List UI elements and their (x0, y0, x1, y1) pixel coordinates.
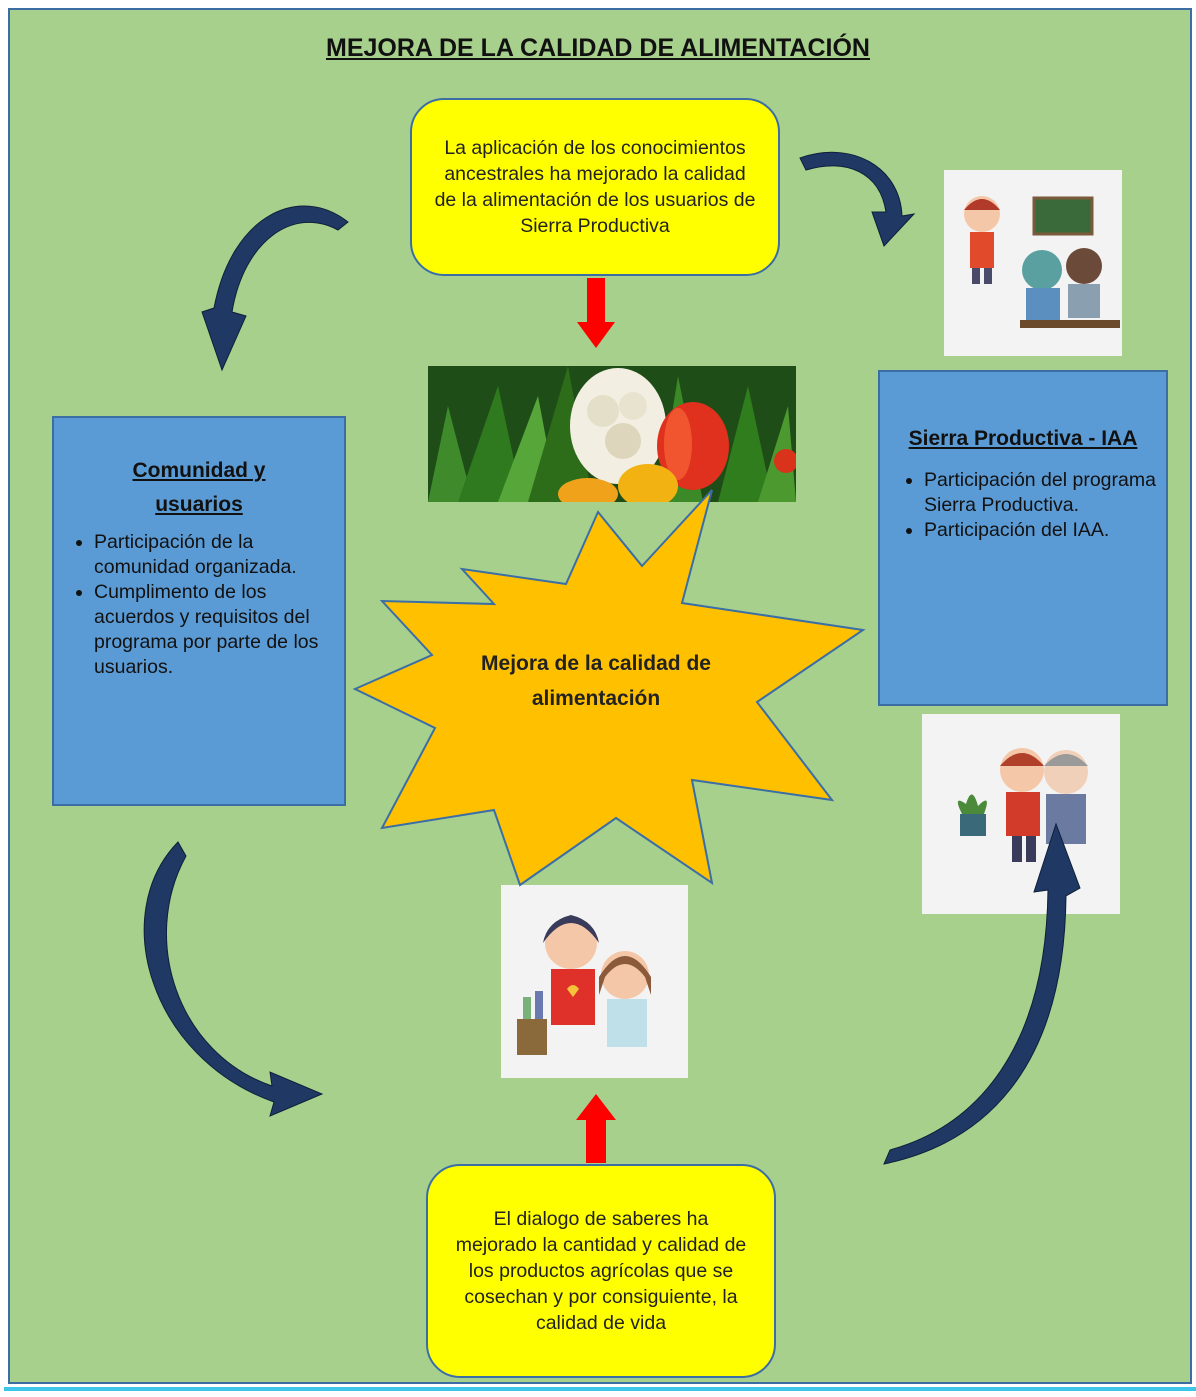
left-box-item: Cumplimento de los acuerdos y requisitos… (94, 580, 334, 680)
right-box-item: Participación del programa Sierra Produc… (924, 468, 1158, 518)
left-info-box: Comunidad y usuarios Participación de la… (52, 416, 346, 806)
bottom-border-line (4, 1387, 1196, 1391)
curved-arrow-top-right (799, 151, 916, 247)
right-info-box: Sierra Productiva - IAA Participación de… (878, 370, 1168, 706)
curved-arrow-bottom-left (143, 841, 324, 1117)
curved-arrow-bottom-right (883, 822, 1081, 1165)
red-down-arrow (577, 278, 615, 348)
center-star (352, 489, 866, 887)
left-box-heading: Comunidad y usuarios (132, 459, 266, 516)
left-box-item: Participación de la comunidad organizada… (94, 530, 334, 580)
mother-child-illustration (501, 885, 688, 1078)
curved-arrow-top-left (201, 205, 349, 372)
right-box-item: Participación del IAA. (924, 518, 1158, 543)
page-title: MEJORA DE LA CALIDAD DE ALIMENTACIÓN (326, 34, 870, 62)
bottom-statement-text: El dialogo de saberes ha mejorado la can… (455, 1208, 747, 1334)
elder-helping-illustration (922, 714, 1120, 914)
vegetables-photo (428, 366, 796, 502)
top-statement-box: La aplicación de los conocimientos ances… (410, 98, 780, 276)
top-statement-text: La aplicación de los conocimientos ances… (434, 137, 756, 237)
center-star-label: Mejora de la calidad de alimentación (481, 652, 711, 710)
right-box-heading: Sierra Productiva - IAA (908, 427, 1138, 450)
teacher-students-illustration (944, 170, 1122, 356)
red-up-arrow (576, 1094, 616, 1163)
bottom-statement-box: El dialogo de saberes ha mejorado la can… (426, 1164, 776, 1378)
